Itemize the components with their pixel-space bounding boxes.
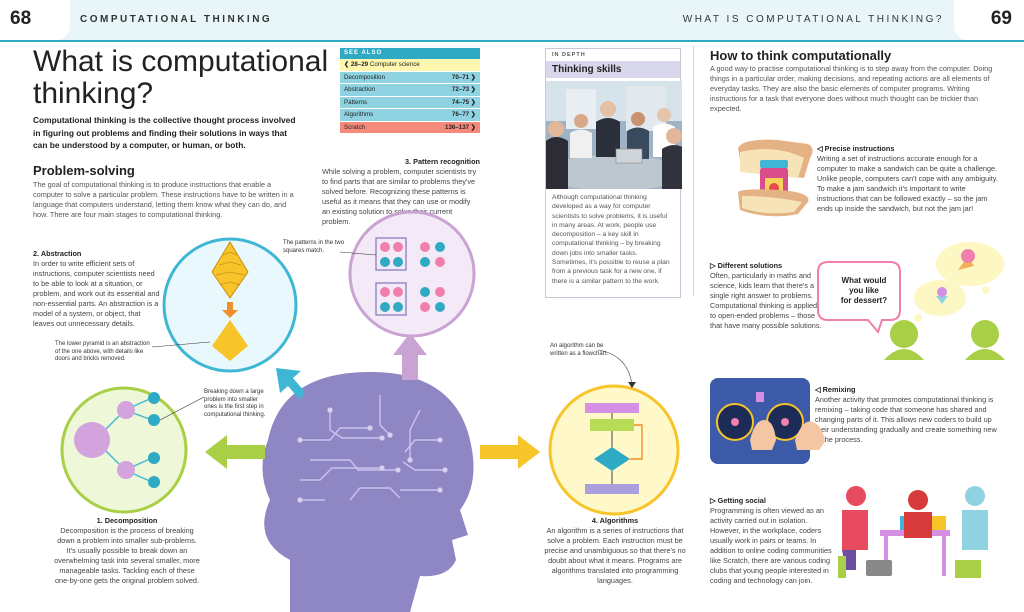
precise-title: ◁ Precise instructions	[817, 144, 895, 153]
algorithm-note: An algorithm can be written as a flowcha…	[550, 343, 609, 357]
see-also-item[interactable]: Abstraction 72–73 ❯	[340, 84, 480, 97]
different-text: Often, particularly in maths and science…	[710, 271, 822, 330]
see-also-pages: 136–137 ❯	[445, 123, 476, 131]
running-head-left: COMPUTATIONAL THINKING	[80, 14, 273, 25]
abstraction-note: The lower pyramid is an abstraction of t…	[55, 341, 150, 362]
page-number-box-left	[0, 0, 70, 40]
pattern-dots	[380, 242, 445, 312]
bubble-line-1: What would	[842, 276, 887, 285]
see-also-pages: 72–73 ❯	[451, 86, 476, 94]
page-number-right: 69	[990, 8, 1012, 29]
page-title: What is computational thinking?	[33, 45, 329, 110]
arrow-to-patterns	[393, 333, 427, 380]
decomposition-title: 1. Decomposition	[96, 516, 158, 525]
meeting-photo	[546, 81, 682, 189]
see-also-topic: Patterns	[344, 98, 368, 106]
see-also-pages: 76–77 ❯	[451, 111, 476, 119]
see-also-box: SEE ALSO ❮ 28–29 Computer science Decomp…	[340, 48, 480, 134]
precise-caption: ◁ Precise instructions Writing a set of …	[817, 144, 999, 214]
decomposition-note: Breaking down a large problem into small…	[204, 389, 266, 418]
different-title: ▷ Different solutions	[710, 261, 783, 270]
page-header: 68 COMPUTATIONAL THINKING WHAT IS COMPUT…	[0, 0, 1024, 42]
how-to-heading: How to think computationally	[710, 48, 892, 63]
in-depth-tag: IN DEPTH	[552, 52, 586, 58]
algorithms-caption: 4. Algorithms An algorithm is a series o…	[540, 516, 690, 586]
dessert-conversation-icon: What would you like for dessert?	[817, 242, 1005, 360]
see-also-topic: Scratch	[344, 123, 365, 131]
dj-turntable-icon	[710, 378, 825, 464]
precise-text: Writing a set of instructions accurate e…	[817, 154, 998, 213]
see-also-item[interactable]: Decomposition 70–71 ❯	[340, 71, 480, 84]
abstraction-title: 2. Abstraction	[33, 249, 82, 258]
algorithms-title: 4. Algorithms	[591, 516, 639, 525]
social-title: ▷ Getting social	[710, 496, 766, 505]
brain-nodes	[297, 407, 448, 503]
bubble-line-3: for dessert?	[841, 296, 887, 305]
remixing-title: ◁ Remixing	[815, 385, 856, 394]
see-also-item[interactable]: Scratch 136–137 ❯	[340, 121, 480, 134]
see-also-label: SEE ALSO	[340, 48, 480, 59]
header-band	[0, 0, 1024, 40]
bubble-line-2: you like	[849, 286, 879, 295]
abstraction-caption: 2. Abstraction In order to write efficie…	[33, 249, 161, 329]
simple-pyramid-icon	[212, 320, 248, 361]
sandwich-icon	[738, 139, 813, 217]
page-number-box-right	[954, 0, 1024, 40]
pattern-note: The patterns in the two squares match.	[283, 240, 345, 254]
flowchart-icon	[585, 403, 643, 494]
brain-circuits	[300, 395, 445, 501]
speech-bubble	[817, 261, 901, 335]
page-gutter	[693, 46, 694, 296]
in-depth-text: Although computational thinking develope…	[552, 194, 670, 285]
see-also-topic: Algorithms	[344, 111, 374, 119]
see-also-pages: 74–75 ❯	[451, 98, 476, 106]
page-number-left: 68	[10, 8, 32, 29]
different-caption: ▷ Different solutions Often, particularl…	[710, 261, 822, 331]
decomposition-text: Decomposition is the process of breaking…	[54, 526, 200, 585]
patterns-circle	[348, 210, 476, 338]
see-also-pages: ❮ 28–29	[344, 61, 369, 69]
decomposition-caption: 1. Decomposition Decomposition is the pr…	[52, 516, 202, 586]
in-depth-title: Thinking skills	[546, 61, 680, 78]
intro-text: Computational thinking is the collective…	[33, 115, 296, 150]
abstraction-text: In order to write efficient sets of inst…	[33, 259, 160, 328]
algorithms-text: An algorithm is a series of instructions…	[544, 526, 686, 585]
see-also-topic: Decomposition	[344, 73, 385, 81]
header-rule	[0, 40, 1024, 42]
arrow-down-icon	[227, 302, 233, 310]
see-also-item[interactable]: ❮ 28–29 Computer science	[340, 59, 480, 72]
pattern-recognition-text: While solving a problem, computer scient…	[322, 167, 477, 226]
problem-solving-heading: Problem-solving	[33, 163, 135, 178]
remixing-caption: ◁ Remixing Another activity that promote…	[815, 385, 997, 445]
social-caption: ▷ Getting social Programming is often vi…	[710, 496, 832, 586]
arrow-to-abstraction	[276, 368, 305, 400]
see-also-topic: Computer science	[369, 61, 420, 69]
pattern-recognition-caption: 3. Pattern recognition While solving a p…	[322, 157, 480, 227]
arrow-to-decomposition	[205, 435, 265, 469]
detailed-pyramid-icon	[211, 241, 249, 299]
pattern-recognition-title: 3. Pattern recognition	[404, 157, 480, 166]
arrow-to-algorithms	[480, 435, 540, 469]
in-depth-box: IN DEPTH Thinking skills Although comput…	[545, 48, 682, 298]
running-head-right: WHAT IS COMPUTATIONAL THINKING?	[682, 14, 944, 25]
problem-solving-text: The goal of computational thinking is to…	[33, 180, 294, 219]
see-also-item[interactable]: Patterns 74–75 ❯	[340, 96, 480, 109]
social-text: Programming is often viewed as an activi…	[710, 506, 832, 585]
remixing-text: Another activity that promotes computati…	[815, 395, 997, 444]
head-silhouette	[262, 372, 474, 612]
how-to-text: A good way to practise computational thi…	[710, 64, 993, 113]
see-also-topic: Abstraction	[344, 86, 375, 94]
social-coding-icon	[838, 486, 988, 578]
see-also-pages: 70–71 ❯	[451, 73, 476, 81]
see-also-item[interactable]: Algorithms 76–77 ❯	[340, 109, 480, 122]
